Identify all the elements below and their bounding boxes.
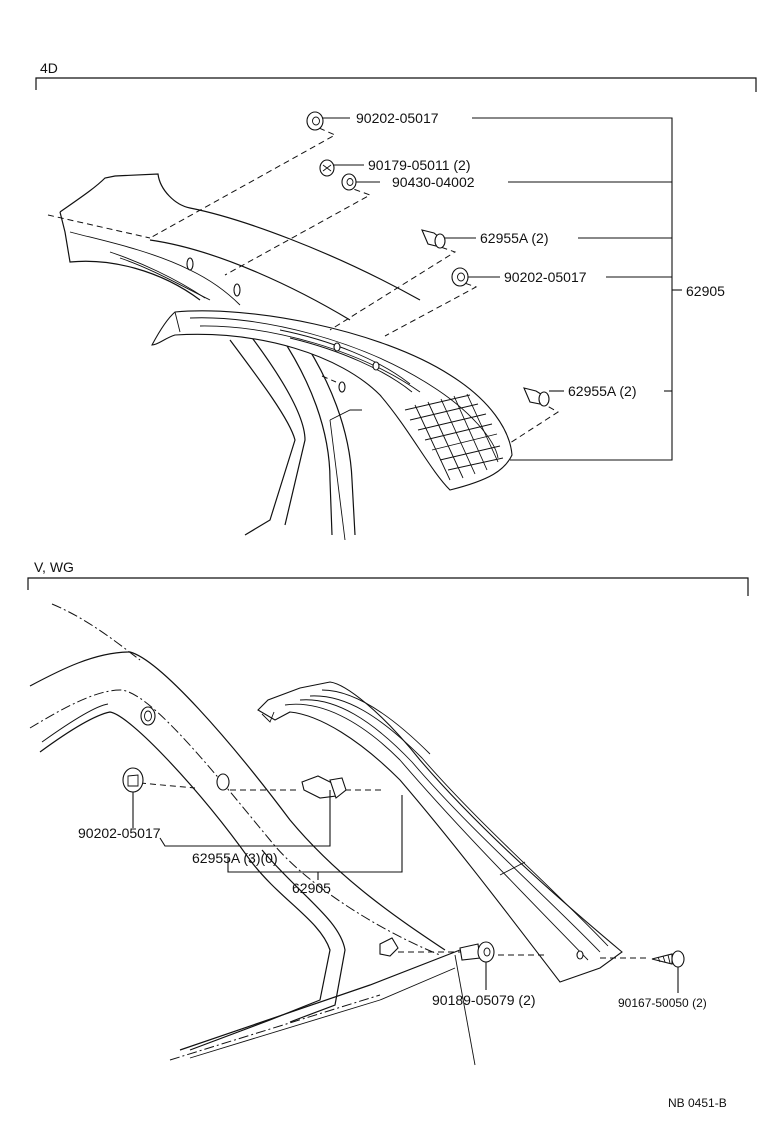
assembly-number-label: 62905: [292, 880, 331, 896]
part-number-label: 90202-05017: [356, 110, 439, 126]
part-number-label: 90202-05017: [504, 269, 587, 285]
leader-lines-4d: [323, 117, 682, 461]
panel-hole-icon: [233, 283, 241, 297]
assembly-number-label: 62905: [686, 283, 725, 299]
part-number-label: 90167-50050 (2): [618, 996, 707, 1010]
screw-90189-icon: [459, 941, 495, 963]
part-number-label: 90189-05079 (2): [432, 992, 536, 1008]
side-garnish-4d: [151, 310, 513, 491]
panel-hole-icon: [186, 257, 194, 271]
nut-90179-icon: [319, 159, 335, 177]
clip-90202-icon: [306, 111, 324, 131]
reference-code: NB 0451-B: [668, 1096, 727, 1110]
part-number-label: 62955A (2): [568, 383, 637, 399]
part-number-label: 90430-04002: [392, 174, 475, 190]
nut-90430-icon: [341, 173, 357, 191]
section-label-4d: 4D: [40, 60, 58, 76]
clip-62955a-icon: [523, 387, 550, 407]
panel-hole-icon: [140, 706, 156, 726]
panel-hole-icon: [216, 773, 230, 791]
panel-hole-icon: [379, 937, 399, 957]
part-number-label: 62955A (2): [480, 230, 549, 246]
clip-90202-icon: [122, 767, 144, 793]
clip-62955a-icon: [301, 775, 347, 799]
fasteners-vwg: [122, 767, 685, 968]
assembly-lines-vwg: [139, 782, 650, 959]
body-panel-4d: [59, 173, 421, 541]
section-bracket-vwg: [27, 577, 749, 596]
body-opening-vwg: [29, 603, 476, 1066]
part-number-label: 90202-05017: [78, 825, 161, 841]
rear-garnish-vwg: [257, 681, 623, 983]
section-4d: 4D: [35, 60, 757, 541]
section-vwg: V, WG: [27, 559, 749, 1066]
clip-62955a-icon: [421, 229, 446, 249]
section-label-vwg: V, WG: [34, 559, 74, 575]
screw-90167-icon: [651, 950, 685, 968]
leader-lines-vwg: [132, 790, 679, 993]
section-bracket-4d: [35, 77, 757, 92]
assembly-lines-4d: [47, 123, 559, 444]
part-number-label: 90179-05011 (2): [368, 157, 470, 173]
part-number-label: 62955A (3)(0): [192, 850, 278, 866]
clip-90202-icon: [451, 267, 469, 287]
